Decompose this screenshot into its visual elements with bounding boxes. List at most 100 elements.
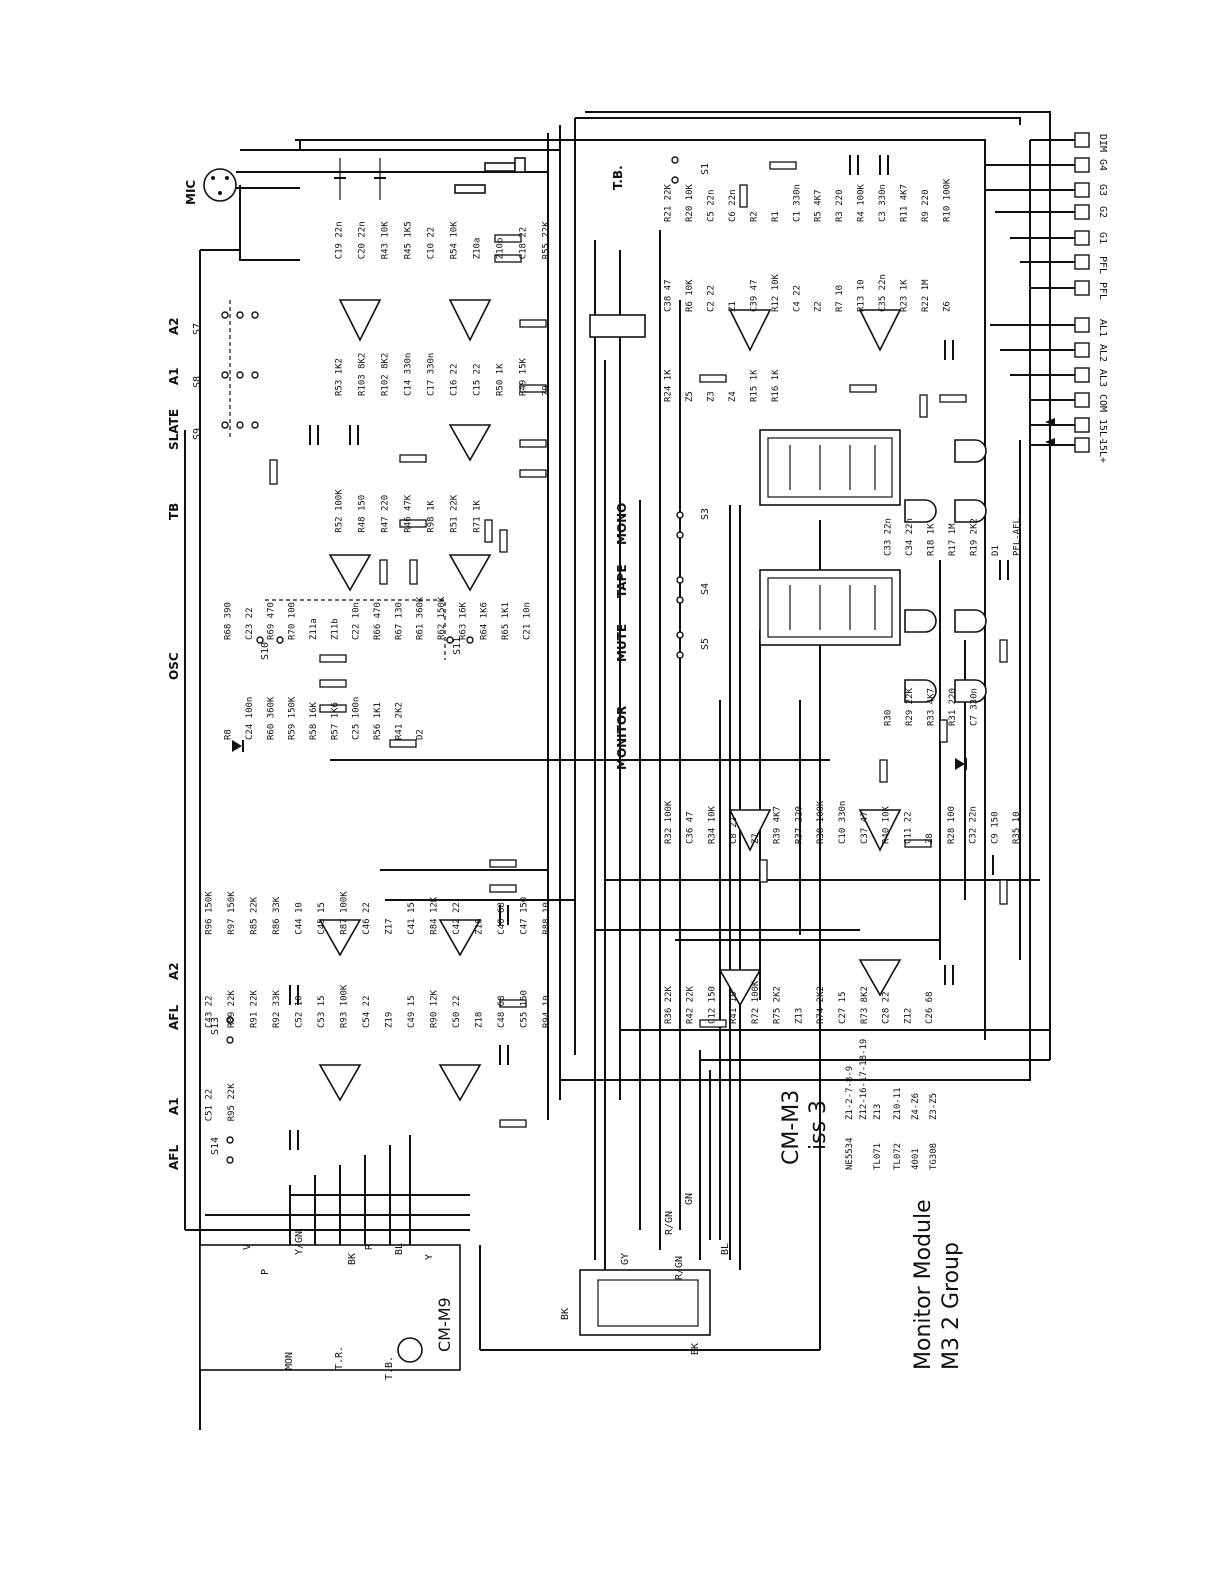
component-ref: C3 330n bbox=[878, 184, 888, 222]
ic-part-5: 4001 bbox=[911, 1148, 921, 1170]
component-ref: R38 100K bbox=[816, 800, 826, 844]
component-ref: R61 360K bbox=[416, 596, 426, 640]
component-ref: Z11b bbox=[330, 618, 340, 640]
component-ref: C53 15 bbox=[317, 995, 327, 1028]
component-ref: C36 47 bbox=[686, 811, 696, 844]
component-ref: R103 8K2 bbox=[358, 353, 368, 396]
component-ref: R11 4K7 bbox=[899, 184, 909, 222]
component-ref: R45 1K5 bbox=[404, 221, 414, 259]
pin-15l-plus: 15L+ bbox=[1097, 439, 1108, 463]
component-ref: C41 15 bbox=[407, 902, 417, 935]
component-ref: R51 22K bbox=[450, 494, 460, 533]
component-ref: R85 22K bbox=[249, 896, 259, 935]
component-ref: R66 470 bbox=[373, 602, 383, 640]
passive-components bbox=[232, 155, 1009, 1150]
component-ref: R97 150K bbox=[227, 891, 237, 935]
component-ref: R18 1K bbox=[927, 523, 937, 556]
label-mono: MONO bbox=[615, 503, 629, 545]
component-ref: Z16 bbox=[474, 918, 484, 934]
component-ref: R48 150 bbox=[358, 495, 368, 533]
component-ref: R65 1K1 bbox=[501, 602, 511, 640]
label-mute: MUTE bbox=[615, 624, 629, 662]
wire-r: R bbox=[364, 1243, 375, 1250]
component-ref: R96 150K bbox=[204, 891, 214, 935]
component-ref: C9 150 bbox=[990, 811, 1000, 844]
component-ref: Z10b bbox=[496, 238, 506, 260]
component-ref: R43 10K bbox=[381, 221, 391, 260]
component-ref: R37 220 bbox=[795, 806, 805, 844]
pin-g3: G3 bbox=[1097, 184, 1108, 196]
component-ref: C33 22n bbox=[884, 518, 894, 556]
component-ref: Z3 bbox=[707, 391, 717, 402]
component-ref: C8 22 bbox=[729, 817, 739, 844]
component-ref: C43 22 bbox=[204, 995, 214, 1028]
component-ref: C18 22 bbox=[519, 227, 529, 260]
component-ref: C1 330n bbox=[792, 184, 802, 222]
pin-com: COM bbox=[1097, 394, 1108, 412]
component-ref: C34 22n bbox=[905, 518, 915, 556]
component-ref: R46 47K bbox=[404, 494, 414, 533]
component-ref: R31 220 bbox=[948, 688, 958, 726]
component-ref: R7 10 bbox=[835, 285, 845, 312]
label-osc: OSC bbox=[167, 652, 181, 680]
component-ref: C45 15 bbox=[317, 902, 327, 935]
component-ref: R64 1K6 bbox=[480, 602, 490, 640]
component-ref: R3 220 bbox=[835, 189, 845, 222]
component-ref: R34 10K bbox=[707, 805, 717, 844]
component-ref: Z11a bbox=[309, 618, 319, 640]
wire-rgn-b: R/GN bbox=[674, 1256, 685, 1280]
component-ref: C14 330n bbox=[404, 353, 414, 396]
main-wiring bbox=[184, 111, 1075, 1430]
component-ref: C39 47 bbox=[749, 279, 759, 312]
jack-tr: T.R. bbox=[334, 1346, 345, 1370]
switch-s10: S10 bbox=[260, 642, 271, 660]
label-a1-lower: A1 bbox=[167, 1097, 181, 1115]
analog-switches bbox=[759, 429, 901, 646]
component-ref: R36 22K bbox=[664, 985, 674, 1024]
component-ref: C20 22n bbox=[358, 221, 368, 259]
wire-rgn-a: R/GN bbox=[664, 1211, 675, 1235]
component-ref: R102 8K2 bbox=[381, 353, 391, 396]
component-ref: Z1 bbox=[728, 301, 738, 312]
component-ref: R86 33K bbox=[272, 896, 282, 935]
component-ref: Z2 bbox=[814, 301, 824, 312]
switch-s9: S9 bbox=[192, 428, 203, 440]
component-ref: Z5 bbox=[685, 391, 695, 402]
component-ref: R60 360K bbox=[266, 696, 276, 740]
component-ref: R16 1K bbox=[771, 369, 781, 402]
component-ref: R59 150K bbox=[288, 696, 298, 740]
component-ref: R89 22K bbox=[227, 989, 237, 1028]
component-ref: R67 130 bbox=[394, 602, 404, 640]
label-a2-lower: A2 bbox=[167, 962, 181, 980]
component-ref: R87 100K bbox=[339, 891, 349, 935]
component-ref: C16 22 bbox=[450, 363, 460, 396]
label-slate: SLATE bbox=[167, 409, 181, 450]
component-ref: C23 22 bbox=[245, 607, 255, 640]
component-ref: R70 100 bbox=[288, 602, 298, 640]
component-ref: R74 2K2 bbox=[816, 986, 826, 1024]
label-tb-right: T.B. bbox=[611, 165, 625, 190]
ic-table: NE5534 Z1-2-7-8-9 Z12-16-17-18-19 TL071 … bbox=[845, 1039, 939, 1170]
component-ref: C32 22n bbox=[969, 806, 979, 844]
jack-mon: MON bbox=[284, 1352, 295, 1370]
component-ref: R68 390 bbox=[224, 602, 234, 640]
ic-refs-1: Z1-2-7-8-9 bbox=[845, 1066, 855, 1120]
wire-v: V bbox=[242, 1244, 253, 1250]
component-ref: R54 10K bbox=[450, 221, 460, 260]
switch-s14: S14 bbox=[210, 1137, 221, 1155]
jack-tb: T.B. bbox=[384, 1356, 395, 1380]
component-ref: C54 22 bbox=[362, 995, 372, 1028]
component-ref: R30 bbox=[884, 710, 894, 726]
component-ref: C25 100n bbox=[352, 697, 362, 740]
component-ref: C40 68 bbox=[497, 902, 507, 935]
component-ref: R57 1K6 bbox=[330, 702, 340, 740]
component-ref: Z4 bbox=[728, 391, 738, 402]
label-afl-lower: AFL bbox=[167, 1145, 181, 1170]
switch-s11: S11 bbox=[452, 637, 463, 655]
component-ref: C24 100n bbox=[245, 697, 255, 740]
component-ref: C17 330n bbox=[427, 353, 437, 396]
component-ref: R20 10K bbox=[685, 183, 695, 222]
component-ref: R19 2K2 bbox=[969, 518, 979, 556]
component-ref: R42 22K bbox=[686, 985, 696, 1024]
